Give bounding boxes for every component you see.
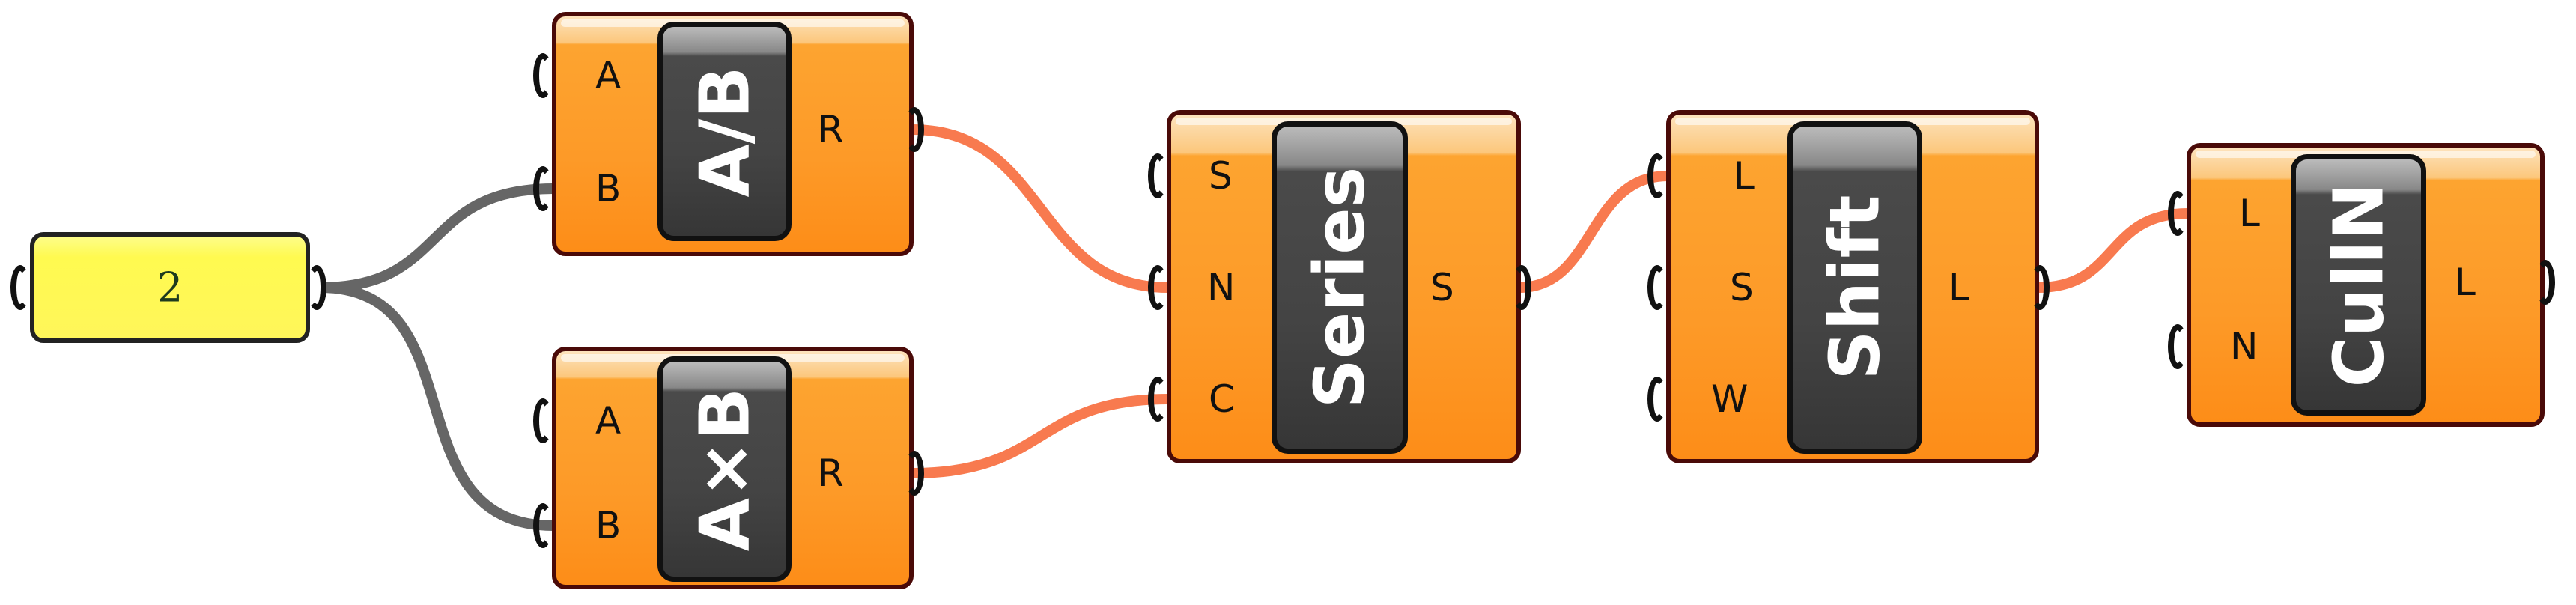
shift-nickname: Shift <box>1787 121 1922 454</box>
culln-input-l-grip[interactable] <box>2168 191 2187 236</box>
multiply-nickname-text: A×B <box>684 387 765 551</box>
culln-nickname-text: CullN <box>2318 182 2399 388</box>
culln-input-l-label: L <box>2239 192 2260 235</box>
shift-input-l-grip[interactable] <box>1647 153 1667 198</box>
series-input-n-label: N <box>1207 266 1236 309</box>
shift-input-s-grip[interactable] <box>1647 265 1667 310</box>
divide-input-a-label: A <box>595 54 622 97</box>
shift-input-w-label: W <box>1711 377 1749 421</box>
wire-divide-to-series-n[interactable] <box>911 124 1169 293</box>
multiply-output-r-grip[interactable] <box>905 451 924 496</box>
wire-panel-to-divide-b[interactable] <box>320 183 554 293</box>
multiply-input-a-grip[interactable] <box>533 398 553 443</box>
wire-multiply-to-series-c[interactable] <box>911 394 1169 478</box>
panel-output-grip[interactable] <box>307 265 326 310</box>
number-panel[interactable]: 2 <box>30 232 310 343</box>
multiply-input-a-label: A <box>595 399 622 443</box>
culln-input-n-label: N <box>2230 325 2258 368</box>
culln-nickname: CullN <box>2291 154 2426 416</box>
multiply-output-r-label: R <box>818 452 844 495</box>
divide-nickname: A/B <box>657 22 792 241</box>
series-nickname-text: Series <box>1299 166 1380 409</box>
divide-output-r-grip[interactable] <box>905 107 924 152</box>
series-input-s-grip[interactable] <box>1148 153 1167 198</box>
wire-shift-to-culln-l[interactable] <box>2037 208 2189 293</box>
shift-output-l-grip[interactable] <box>2030 265 2050 310</box>
wire-panel-to-multiply-b[interactable] <box>320 282 554 531</box>
shift-input-w-grip[interactable] <box>1647 377 1667 422</box>
panel-value: 2 <box>157 264 183 311</box>
shift-input-l-label: L <box>1734 154 1755 198</box>
series-output-s-label: S <box>1430 266 1454 309</box>
series-input-s-label: S <box>1209 154 1233 198</box>
series-nickname: Series <box>1272 121 1408 454</box>
series-input-c-label: C <box>1209 377 1235 421</box>
shift-output-l-label: L <box>1948 266 1969 309</box>
shift-input-s-label: S <box>1730 266 1754 309</box>
divide-input-b-grip[interactable] <box>533 166 553 211</box>
series-input-n-grip[interactable] <box>1148 265 1167 310</box>
multiply-nickname: A×B <box>657 356 792 582</box>
divide-input-b-label: B <box>595 167 622 210</box>
divide-input-a-grip[interactable] <box>533 53 553 98</box>
multiply-input-b-label: B <box>595 504 622 547</box>
divide-nickname-text: A/B <box>684 66 765 197</box>
culln-output-l-label: L <box>2455 261 2476 304</box>
multiply-input-b-grip[interactable] <box>533 503 553 548</box>
culln-output-l-grip[interactable] <box>2536 260 2555 305</box>
series-input-c-grip[interactable] <box>1148 377 1167 422</box>
panel-input-grip[interactable] <box>10 265 30 310</box>
divide-output-r-label: R <box>818 108 844 151</box>
wire-series-to-shift-l[interactable] <box>1519 171 1668 293</box>
culln-input-n-grip[interactable] <box>2168 324 2187 369</box>
shift-nickname-text: Shift <box>1814 195 1895 380</box>
series-output-s-grip[interactable] <box>1512 265 1531 310</box>
